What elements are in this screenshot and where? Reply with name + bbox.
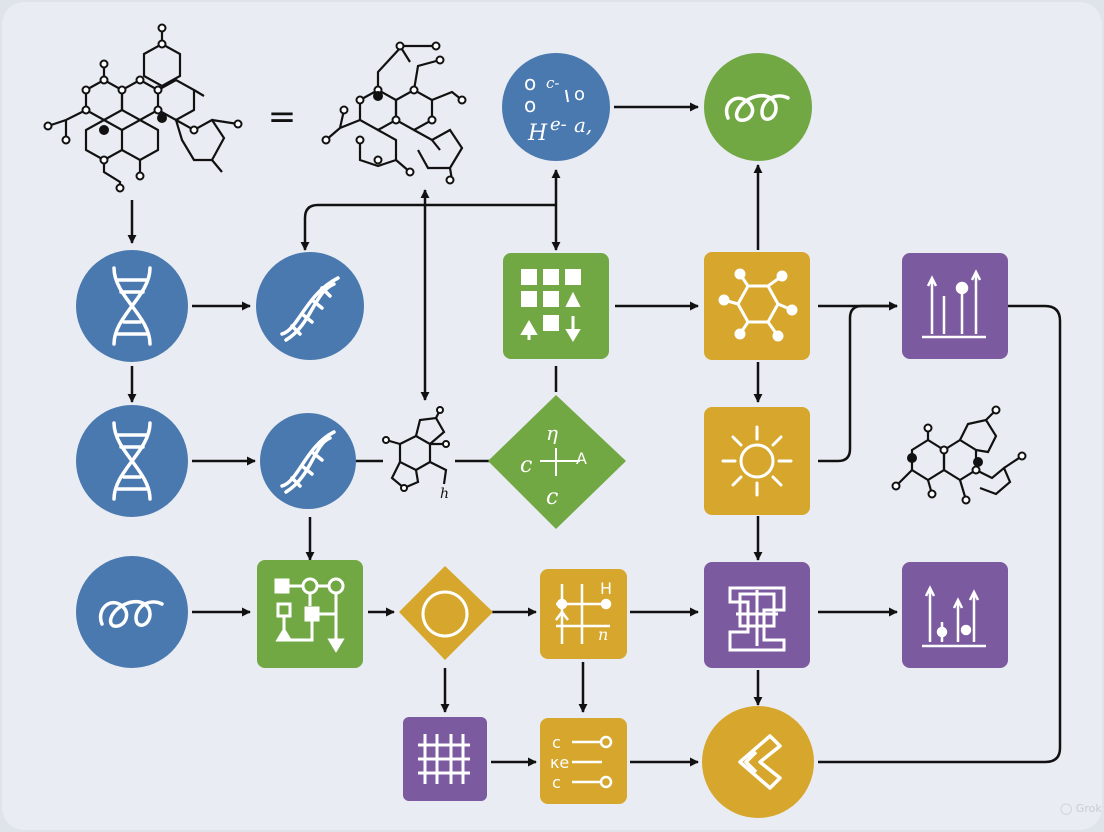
molecule-atoms-right [891,405,1027,505]
hash-grid-icon [418,734,470,784]
node-dna-right-top[interactable] [256,252,364,360]
node-hash-purple[interactable] [403,717,487,801]
node-chart-bottom[interactable] [902,562,1008,668]
molecule-atoms-small [382,406,450,492]
node-loop-green[interactable] [704,53,812,161]
node-circle-yellow-diamond[interactable] [399,566,493,660]
squiggle-loop-icon [98,599,164,628]
slider-label-e: c [552,773,561,792]
slider-label-c: c [552,733,561,752]
node-slider-yellow[interactable]: c κe c [540,718,627,804]
connectors [127,102,1062,767]
node-dna-middle[interactable] [76,405,188,517]
molecule-label-h: h [440,486,449,502]
node-flowchart-green[interactable] [257,560,363,668]
diamond-label-left: c [520,453,532,478]
node-diamond-green[interactable]: η c A c [488,395,626,529]
node-chart-top[interactable] [902,253,1008,359]
diamond-label-bottom: c [546,485,558,510]
molecule-atoms-left [43,23,243,193]
dna-helix-icon [112,266,152,346]
node-sun-yellow[interactable] [704,407,810,515]
molecule-atoms-center [321,41,467,185]
dna-helix-icon [112,421,152,501]
squiggle-loop-icon [724,93,790,122]
knot-icon [728,586,786,652]
line-chart1-to-chevron [818,304,1062,764]
sun-icon [721,425,793,497]
dna-helix-tilted-icon [280,276,340,342]
arrow-sun-to-chart1 [818,301,898,463]
grid-label-n: n [598,625,608,644]
formula-char-2: c- [546,74,559,92]
network-nodes-icon [718,268,798,342]
slider-label-ke: κe [550,753,569,772]
node-grid-yellow[interactable]: H n [540,569,627,659]
formula-char-6: e- [550,114,567,135]
watermark: ◯ Grok [1060,802,1102,815]
bar-chart-icon [922,269,986,339]
node-network-yellow[interactable] [704,252,810,360]
node-grid-arrows[interactable] [503,253,609,359]
grid-arrows-icon [520,269,581,342]
formula-char-7: a, [574,113,592,137]
diamond-label-right: A [576,449,587,468]
formula-char-4: o [524,93,536,117]
formula-char-3: o [574,84,585,105]
node-dna-top[interactable] [76,250,188,362]
flowchart-icon [274,577,345,653]
arrow-branch-to-dna2 [300,203,556,251]
dna-helix-tilted-icon [280,430,336,494]
formula-char-5: H [527,121,548,146]
grid-icon [555,584,612,644]
node-chevron-yellow[interactable] [702,706,814,818]
node-formula-circle[interactable]: o c- o o H e- a, [502,53,610,161]
chevron-icon [738,734,782,790]
formula-char-1: o [524,71,536,95]
slider-list-icon [572,735,613,789]
circle-icon [421,590,469,638]
molecule-structure-right [895,409,1023,501]
equals-sign: = [268,97,297,137]
grid-label-h: H [600,579,612,598]
bar-chart-icon [922,585,986,648]
node-loop-blue[interactable] [76,556,188,668]
diamond-label-top: η [546,421,558,445]
node-knot-purple[interactable] [704,562,810,668]
node-dna-right-middle[interactable] [260,413,356,509]
